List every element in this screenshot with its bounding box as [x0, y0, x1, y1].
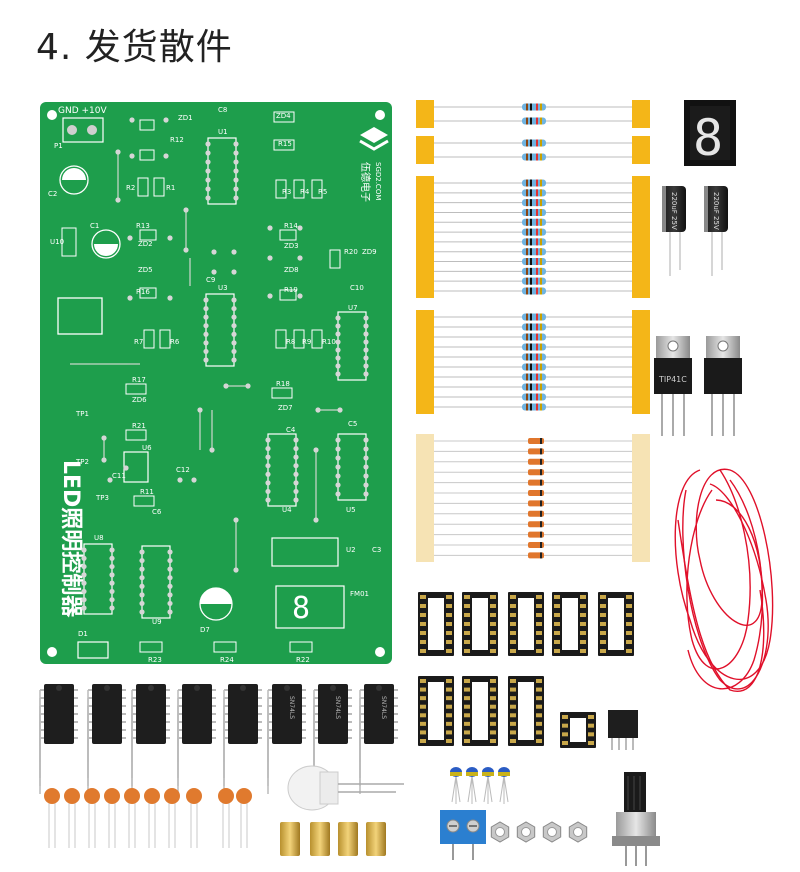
- diode-strip: [416, 434, 650, 562]
- pcb-ref: R4: [300, 188, 310, 196]
- pcb-logo: [359, 127, 389, 151]
- pcb-ref: D1: [78, 630, 88, 638]
- pcb-ref: TP3: [95, 494, 109, 502]
- pcb-ref: R20: [344, 248, 358, 256]
- pcb-ref: R10: [322, 338, 336, 346]
- dip-ics: SN74LS SN74LS SN74LS: [39, 684, 638, 794]
- pcb-ref: C2: [48, 190, 57, 198]
- pcb-ref: C8: [218, 106, 227, 114]
- power-transistors: TIP41C: [654, 336, 742, 436]
- page-title: 4. 发货散件: [36, 27, 233, 68]
- svg-text:8: 8: [292, 591, 310, 626]
- pcb-ref: C6: [152, 508, 162, 516]
- pcb-ref: R18: [276, 380, 290, 388]
- pcb-ref: R6: [170, 338, 180, 346]
- pcb-ref: U1: [218, 128, 228, 136]
- screw-terminal: [440, 810, 486, 860]
- transistor-label-1: TIP41C: [658, 375, 687, 384]
- brass-standoffs: [280, 822, 386, 856]
- pcb-ref: R15: [278, 140, 292, 148]
- pcb-brand-en: SGD2.COM: [374, 162, 382, 200]
- pcb-ref: U3: [218, 284, 228, 292]
- pcb-ref: ZD7: [278, 404, 293, 412]
- pcb-ref: C12: [176, 466, 190, 474]
- pcb-ref: D7: [200, 626, 210, 634]
- pcb-ref: R16: [136, 288, 150, 296]
- pcb-ref: R5: [318, 188, 327, 196]
- ic-label: SN74LS: [334, 696, 341, 719]
- white-led: [287, 765, 404, 811]
- pcb-ref: R23: [148, 656, 162, 664]
- pcb-ref: C3: [372, 546, 381, 554]
- potentiometer: [612, 772, 660, 866]
- hex-nuts: [490, 821, 588, 843]
- pcb-ref: R11: [140, 488, 154, 496]
- pcb-ref: R14: [284, 222, 298, 230]
- pcb-ref: U2: [346, 546, 356, 554]
- pcb-ref: ZD6: [132, 396, 147, 404]
- pcb-ref: C9: [206, 276, 215, 284]
- pcb-ref: C5: [348, 420, 357, 428]
- pcb-board: GND +10V 伍德电子 SGD2.COM LED照明控制器: [40, 102, 392, 664]
- electrolytic-capacitors: 220uF 25V 220uF 25V: [662, 186, 728, 276]
- pcb-ref: ZD4: [276, 112, 291, 120]
- pcb-ref: U7: [348, 304, 358, 312]
- ceramic-capacitors: [44, 788, 252, 848]
- red-wire-coil: [674, 468, 774, 692]
- pcb-ref: U8: [94, 534, 104, 542]
- ic-label: SN74LS: [380, 696, 387, 719]
- pcb-ref: R22: [296, 656, 310, 664]
- pcb-ref: ZD3: [284, 242, 299, 250]
- pcb-ref: U10: [50, 238, 64, 246]
- pcb-ref: P1: [54, 142, 63, 150]
- small-transistors: [450, 767, 510, 804]
- pcb-ref: R2: [126, 184, 135, 192]
- pcb-ref: R1: [166, 184, 175, 192]
- pcb-ref: U5: [346, 506, 356, 514]
- pcb-ref: ZD9: [362, 248, 377, 256]
- pcb-ref: ZD8: [284, 266, 299, 274]
- pcb-ref: R24: [220, 656, 234, 664]
- pcb-ref: U9: [152, 618, 162, 626]
- display-digit: 8: [693, 109, 723, 167]
- pcb-ref: R7: [134, 338, 143, 346]
- pcb-display-label: FM01: [350, 590, 369, 598]
- pcb-ref: R17: [132, 376, 146, 384]
- pcb-header-label: GND +10V: [58, 106, 107, 116]
- pcb-ref: C10: [350, 284, 364, 292]
- seven-segment-display: 8: [684, 100, 736, 167]
- pcb-ref: R9: [302, 338, 311, 346]
- pcb-ref: R8: [286, 338, 295, 346]
- pcb-ref: R12: [170, 136, 184, 144]
- pcb-ref: C1: [90, 222, 99, 230]
- pcb-ref: R21: [132, 422, 146, 430]
- pcb-ref: U6: [142, 444, 152, 452]
- resistor-strips: [416, 100, 650, 414]
- pcb-ref: ZD5: [138, 266, 153, 274]
- ic-sockets: [418, 592, 634, 748]
- cap-label-1: 220uF 25V: [670, 192, 678, 230]
- pcb-ref: R19: [284, 286, 298, 294]
- pcb-ref: R13: [136, 222, 150, 230]
- pcb-ref: ZD1: [178, 114, 193, 122]
- pcb-ref: U4: [282, 506, 292, 514]
- pcb-ref: TP1: [75, 410, 89, 418]
- pcb-ref: C11: [112, 472, 126, 480]
- ic-label: SN74LS: [288, 696, 295, 719]
- pcb-ref: TP2: [75, 458, 89, 466]
- pcb-ref: ZD2: [138, 240, 153, 248]
- pcb-ref: R3: [282, 188, 291, 196]
- pcb-product-name: LED照明控制器: [58, 460, 84, 618]
- cap-label-2: 220uF 25V: [712, 192, 720, 230]
- pcb-brand-cn: 伍德电子: [359, 162, 372, 202]
- pcb-ref: C4: [286, 426, 296, 434]
